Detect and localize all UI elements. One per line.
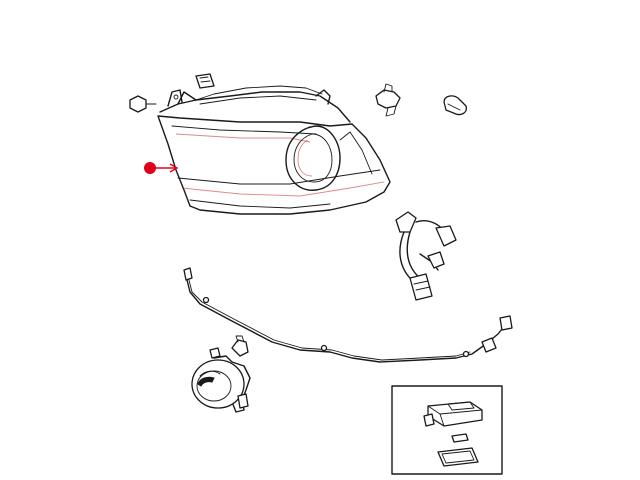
bulb-socket-clip[interactable] — [195, 73, 215, 89]
retaining-nut[interactable] — [129, 95, 157, 113]
headlamp-assembly[interactable] — [157, 85, 391, 215]
marker-bulb[interactable] — [443, 95, 468, 116]
fog-lamp-bulb[interactable] — [231, 335, 249, 357]
long-wire-harness[interactable] — [183, 267, 513, 363]
fog-lamp[interactable] — [191, 347, 251, 413]
headlamp-wiring-harness[interactable] — [395, 211, 457, 301]
headlamp-callout — [144, 162, 179, 174]
headlamp-bulb[interactable] — [375, 83, 401, 117]
callout-dot — [144, 162, 156, 174]
inset-ballast-module[interactable] — [391, 385, 503, 475]
